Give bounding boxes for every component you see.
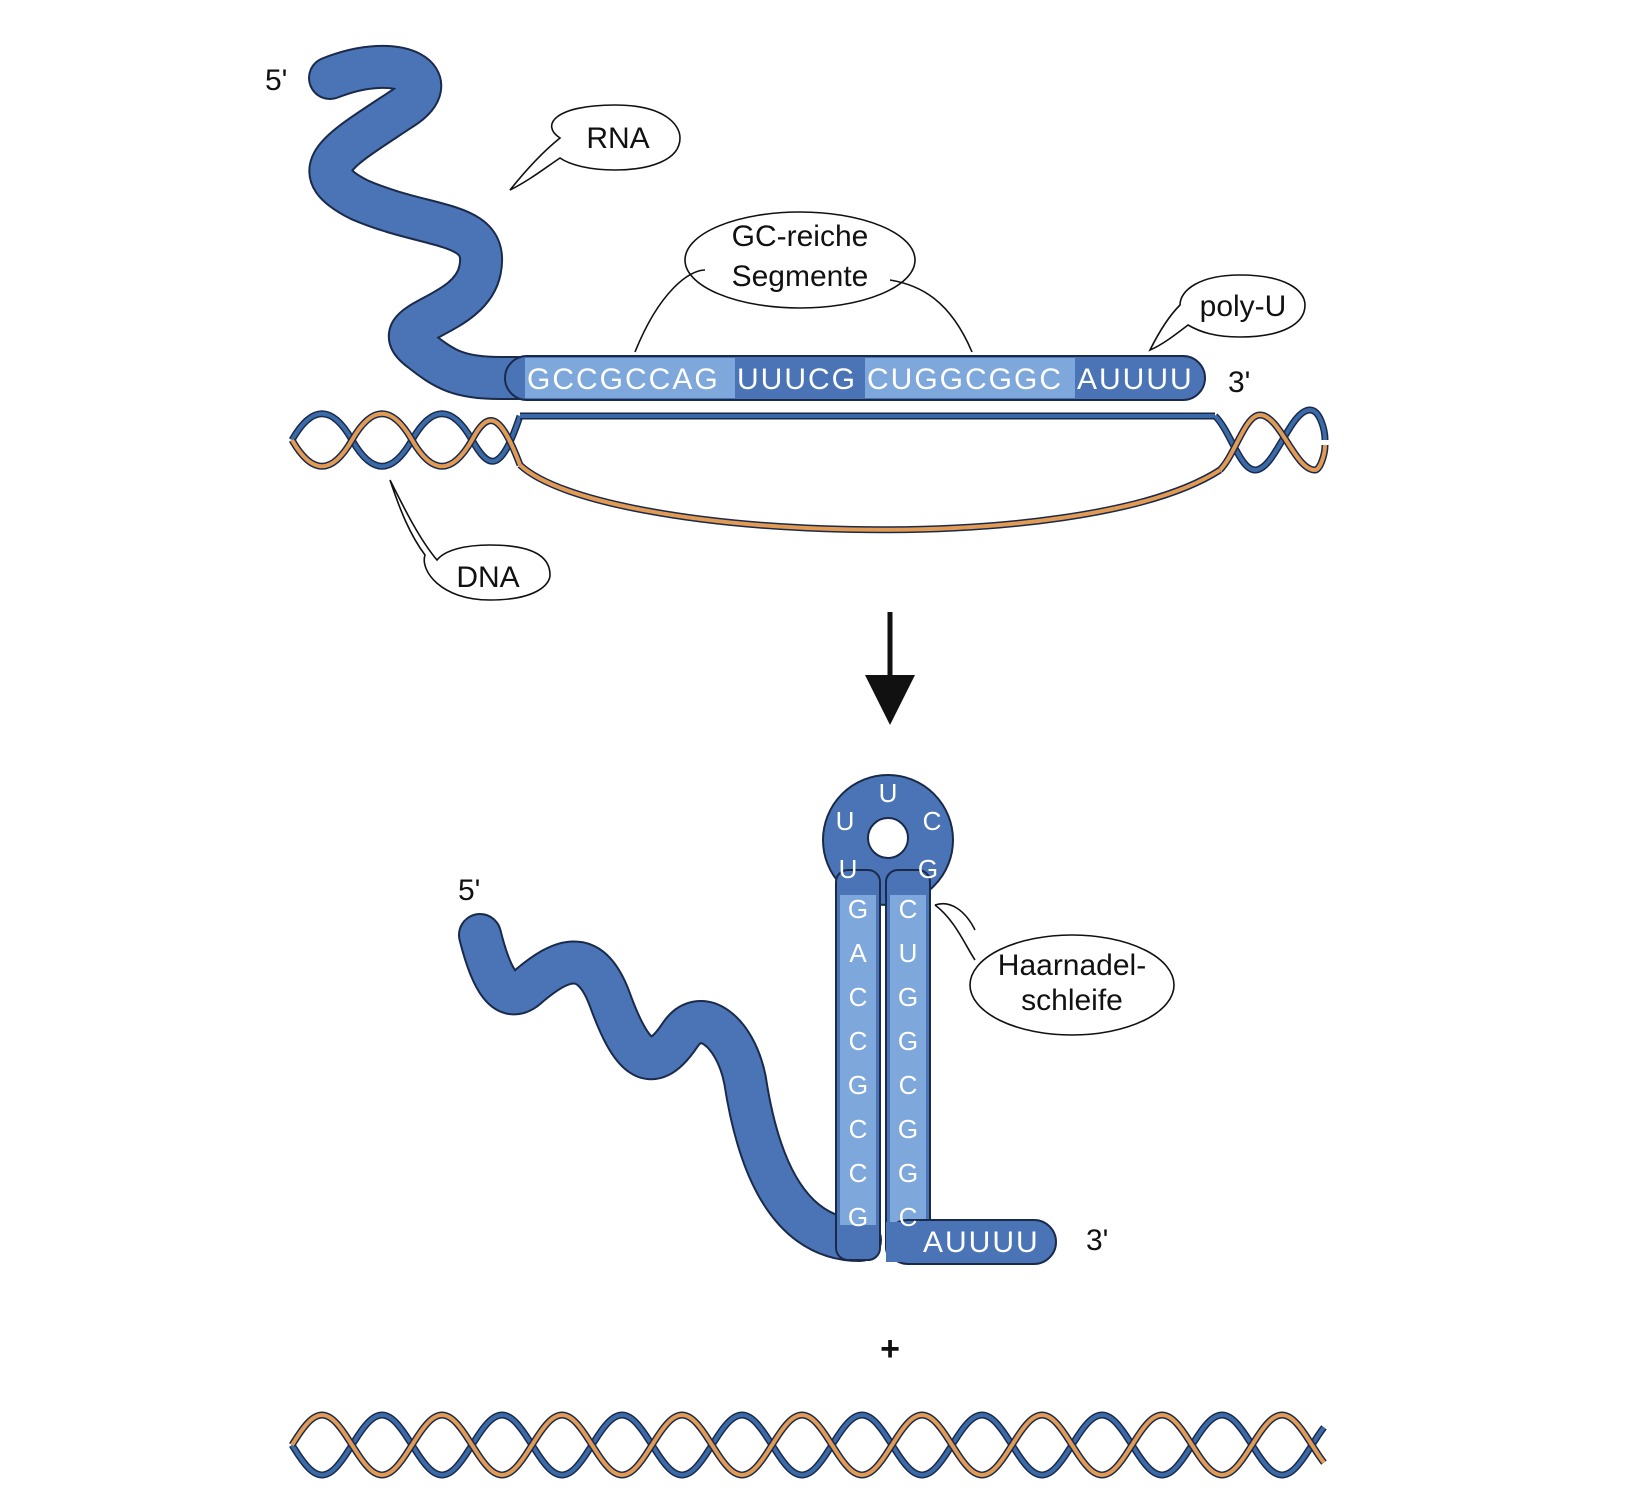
stem-right-base: G [898, 982, 918, 1012]
callout-rna: RNA [509, 104, 681, 191]
plus-sign: + [880, 1330, 900, 1368]
stem-right-base: C [899, 1202, 918, 1232]
stem-left-base: G [848, 1202, 868, 1232]
rna-strand-bottom [458, 913, 882, 1262]
stem-right-base: U [899, 938, 918, 968]
stem-left-base: C [849, 1158, 868, 1188]
loop-base-g: G [918, 854, 938, 884]
seq-segment-4: AUUUU [1077, 363, 1194, 396]
stem-left-base: G [848, 894, 868, 924]
stem-right-base: G [898, 1114, 918, 1144]
dna-transcription-bubble [288, 406, 1329, 534]
seq-segment-1: GCCGCCAG [527, 363, 720, 396]
stem-right-base: C [899, 894, 918, 924]
dna-label: DNA [456, 561, 519, 594]
rna-strand-top [308, 44, 552, 400]
gc-rich-label-line2: Segmente [732, 260, 869, 293]
hairpin-label-line1: Haarnadel- [998, 949, 1146, 982]
loop-base-u1: U [836, 806, 855, 836]
hairpin-label-line2: schleife [1021, 984, 1123, 1017]
stem-right-base: G [898, 1026, 918, 1056]
hairpin-tail-seq: AUUUU [923, 1226, 1040, 1259]
stem-right-base: G [898, 1158, 918, 1188]
five-prime-label-top: 5' [265, 64, 287, 97]
dna-double-helix-bottom [289, 1411, 1327, 1479]
stem-left-base: G [848, 1070, 868, 1100]
loop-base-u3: U [879, 778, 898, 808]
hairpin-structure: AUUUU U U U C G G A C C G C C G C U G G … [822, 774, 1057, 1265]
callout-poly-u: poly-U [1148, 274, 1306, 352]
loop-base-u2: U [839, 854, 858, 884]
poly-u-label: poly-U [1200, 290, 1287, 323]
stem-left-base: A [849, 938, 867, 968]
stem-left-base: C [849, 1026, 868, 1056]
loop-base-c: C [923, 806, 942, 836]
stem-right-base: C [899, 1070, 918, 1100]
stem-left-base: C [849, 982, 868, 1012]
five-prime-label-bottom: 5' [458, 874, 480, 907]
rna-label: RNA [586, 122, 649, 155]
three-prime-label-bottom: 3' [1086, 1224, 1108, 1257]
rna-sequence-band: GCCGCCAG UUUCG CUGGCGGC AUUUU [504, 355, 1206, 401]
callout-dna: DNA [389, 479, 551, 601]
stem-left-base: C [849, 1114, 868, 1144]
gc-rich-label-line1: GC-reiche [732, 220, 869, 253]
seq-segment-2: UUUCG [737, 363, 857, 396]
seq-segment-3: CUGGCGGC [867, 363, 1063, 396]
callout-hairpin: Haarnadel- schleife [934, 903, 1175, 1036]
callout-gc-rich: GC-reiche Segmente [634, 211, 973, 353]
three-prime-label-top: 3' [1228, 366, 1250, 399]
